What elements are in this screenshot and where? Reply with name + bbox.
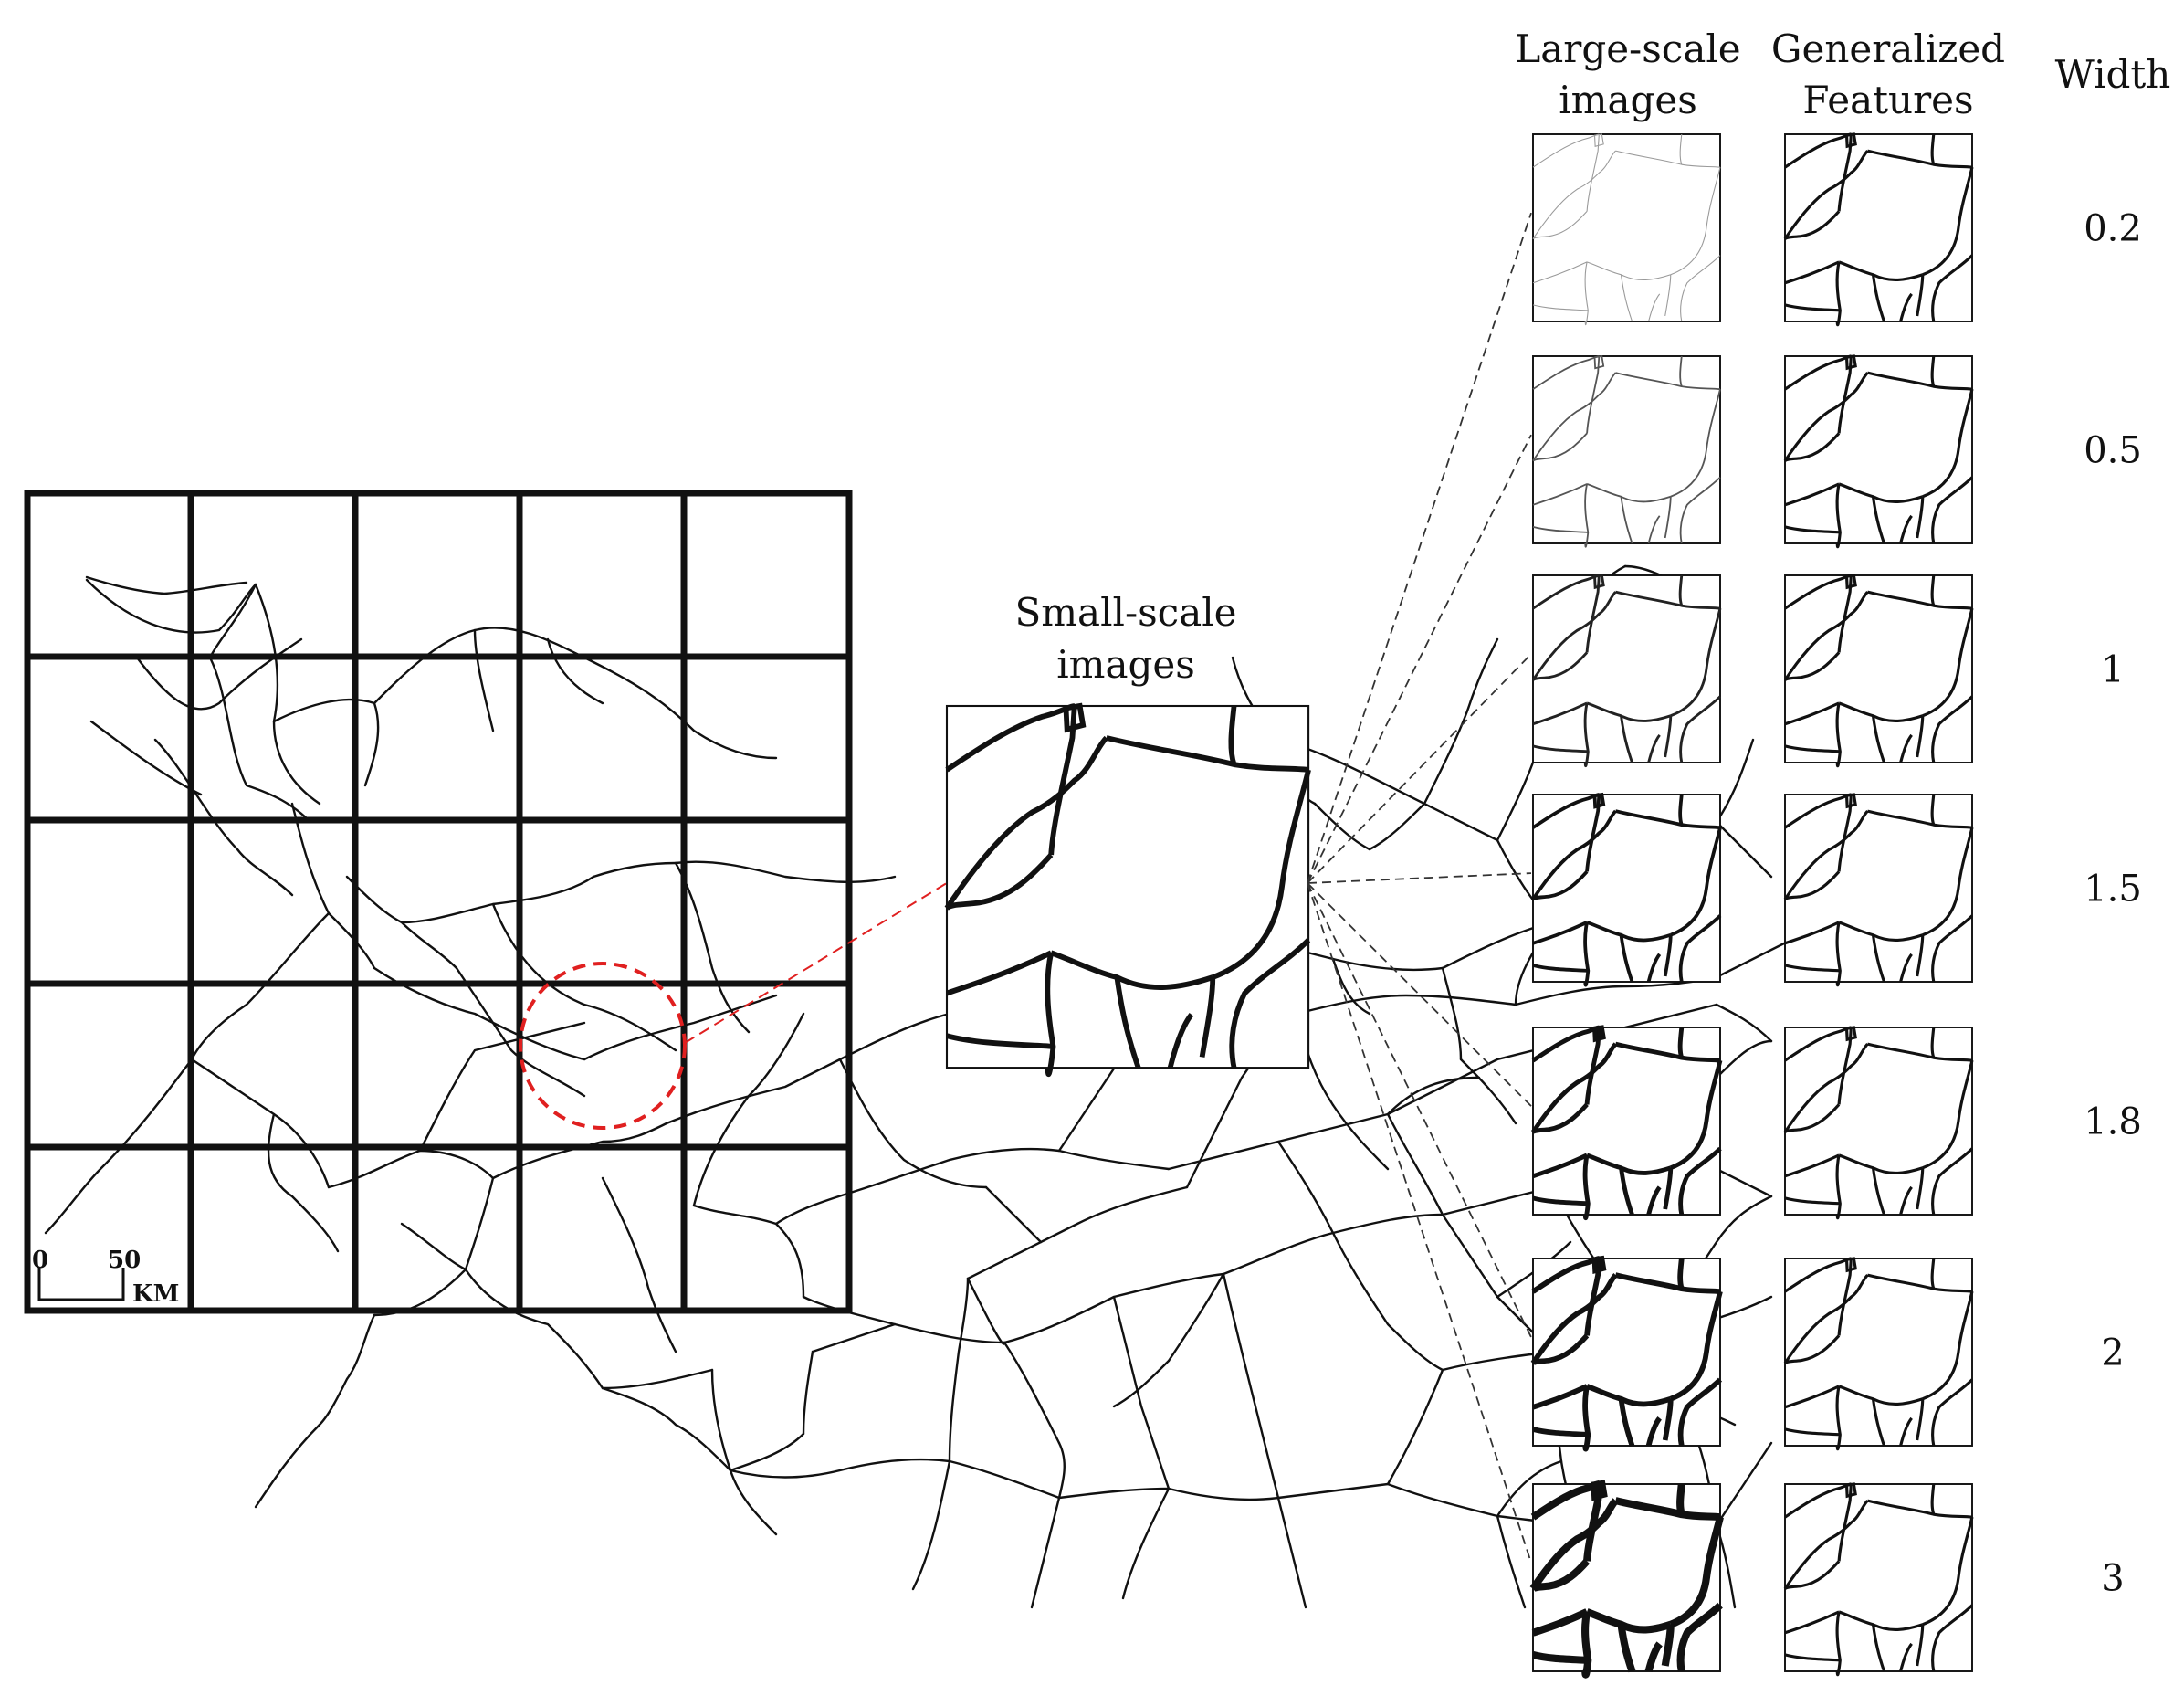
generalized-feature-image	[1783, 1257, 1974, 1451]
small-scale-title-line1: Small-scale	[1014, 590, 1236, 635]
width-value: 3	[2101, 1558, 2124, 1600]
connector-line	[1307, 872, 1532, 884]
small-scale-section: Small-scale images	[947, 590, 1308, 1074]
width-value: 2	[2101, 1332, 2124, 1374]
connector-line	[1307, 653, 1532, 884]
generalized-header-line1: Generalized	[1771, 26, 2005, 71]
large-scale-image	[1532, 355, 1721, 548]
scale-zero-label: 0	[32, 1247, 48, 1274]
scale-fifty-label: 50	[108, 1247, 141, 1274]
thumbnail-row: 3	[1533, 1484, 2125, 1675]
small-scale-title-line2: images	[1056, 642, 1195, 687]
thumbnail-row: 1	[1531, 574, 2125, 768]
width-value: 1.8	[2084, 1101, 2142, 1143]
large-scale-header-line1: Large-scale	[1515, 26, 1740, 71]
scale-unit-label: KM	[132, 1280, 179, 1308]
highlight-circle	[519, 962, 687, 1130]
connector-line	[1307, 882, 1532, 1564]
thumbnail-row: 1.5	[1531, 793, 2142, 987]
generalized-feature-image	[1783, 354, 1974, 549]
thumbnail-rows: 0.2 0.5 1 1.5 1.8 2 3	[1531, 132, 2142, 1675]
connector-line	[1307, 882, 1532, 1107]
large-scale-header-line2: images	[1559, 78, 1697, 122]
width-header: Width	[2055, 52, 2171, 97]
large-scale-image	[1531, 793, 1722, 987]
large-scale-image	[1531, 574, 1722, 768]
generalized-feature-image	[1783, 574, 1974, 768]
generalized-header-line2: Features	[1802, 78, 1973, 122]
width-value: 0.5	[2084, 430, 2142, 472]
generalized-feature-image	[1783, 132, 1974, 327]
generalized-feature-image	[1783, 793, 1974, 987]
column-headers: Large-scale images Generalized Features …	[1515, 26, 2170, 122]
thumbnail-row: 2	[1533, 1258, 2125, 1449]
width-value: 1.5	[2084, 869, 2142, 911]
large-scale-image	[1533, 1027, 1720, 1218]
highlight-link	[684, 880, 950, 1044]
connector-line	[1307, 434, 1532, 884]
connector-line	[1307, 212, 1532, 884]
thumbnail-row: 0.2	[1532, 132, 2142, 327]
connector-lines	[1307, 212, 1532, 1564]
small-scale-image	[947, 706, 1308, 1074]
large-scale-image	[1532, 133, 1721, 326]
map-grid	[24, 490, 853, 1314]
connector-line	[1307, 882, 1532, 1338]
width-value: 1	[2101, 649, 2124, 691]
scale-bar: 0 50 KM	[32, 1247, 179, 1308]
thumbnail-row: 0.5	[1532, 354, 2142, 549]
large-scale-image	[1533, 1258, 1720, 1449]
large-scale-image	[1533, 1484, 1720, 1675]
generalized-feature-image	[1783, 1482, 1974, 1677]
width-value: 0.2	[2084, 208, 2142, 250]
thumbnail-row: 1.8	[1533, 1027, 2142, 1218]
generalized-feature-image	[1783, 1026, 1974, 1220]
